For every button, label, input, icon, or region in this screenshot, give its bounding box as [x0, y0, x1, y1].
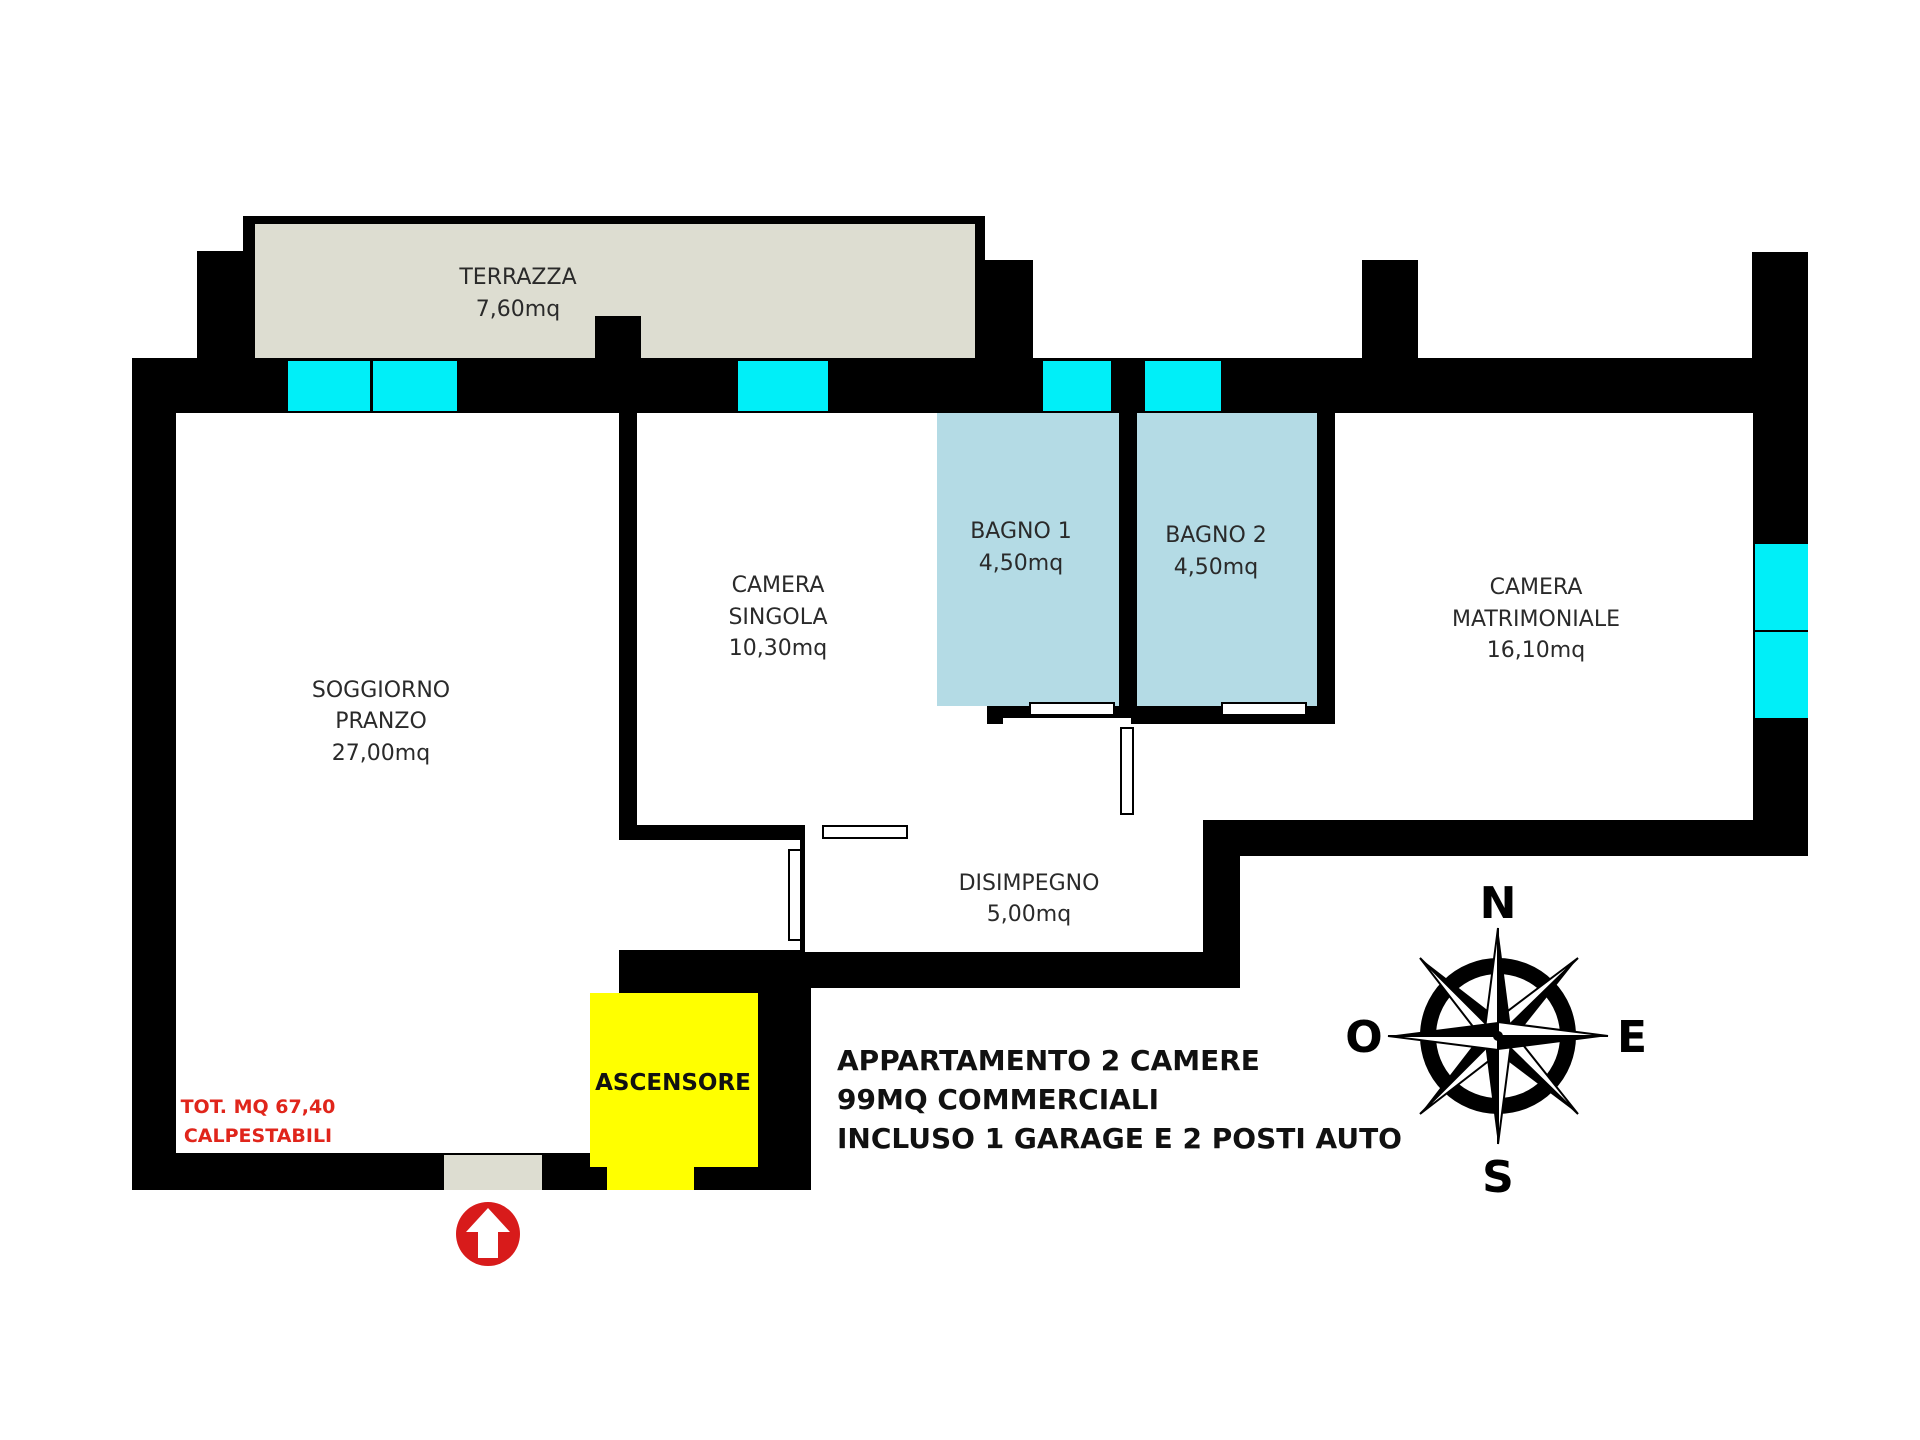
door-matrimoniale [1120, 727, 1134, 815]
window-camera-singola [738, 361, 828, 411]
ascensore-name: ASCENSORE [595, 1070, 751, 1096]
camera-matrimoniale-name-1: CAMERA [1490, 575, 1583, 600]
window-matrimoniale-2 [1755, 632, 1808, 718]
window-soggiorno-1 [288, 361, 370, 411]
room-floors [176, 413, 1753, 1153]
camera-matrimoniale-name-2: MATRIMONIALE [1452, 607, 1620, 632]
bagno2-name: BAGNO 2 [1165, 523, 1267, 548]
bagno2-floor [1137, 413, 1317, 706]
description-line1: APPARTAMENTO 2 CAMERE [837, 1044, 1260, 1077]
door-bagno1 [1029, 702, 1115, 716]
window-soggiorno-2 [373, 361, 457, 411]
wall-pillar-2 [1752, 252, 1808, 361]
door-soggiorno-disimpegno [788, 849, 802, 941]
disimpegno-upper [1003, 718, 1131, 838]
window-bagno1 [1043, 361, 1111, 411]
wall-pillar-1 [1362, 260, 1418, 361]
bagno2-area: 4,50mq [1174, 555, 1258, 580]
soggiorno-corridor [610, 840, 800, 950]
entrance-door [444, 1155, 542, 1190]
terrace-pillar [595, 316, 641, 361]
camera-singola-area: 10,30mq [729, 636, 827, 661]
bagno1-area: 4,50mq [979, 551, 1063, 576]
soggiorno-floor [176, 413, 619, 1153]
compass-east: E [1617, 1012, 1647, 1063]
description-line3: INCLUSO 1 GARAGE E 2 POSTI AUTO [837, 1122, 1402, 1155]
camera-matrimoniale-floor [1335, 413, 1753, 820]
soggiorno-area: 27,00mq [332, 741, 430, 766]
camera-singola-name-1: CAMERA [732, 573, 825, 598]
disimpegno-area: 5,00mq [987, 902, 1071, 927]
compass-west: O [1345, 1012, 1382, 1063]
compass-south: S [1482, 1152, 1514, 1203]
entrance-arrow-icon [456, 1202, 520, 1266]
wall-terrace-right [975, 260, 1033, 361]
total-area-line2: CALPESTABILI [184, 1125, 332, 1147]
camera-matrimoniale-area: 16,10mq [1487, 638, 1585, 663]
elevator-door [607, 1165, 694, 1190]
window-matrimoniale-1 [1755, 544, 1808, 630]
camera-singola-name-2: SINGOLA [728, 605, 827, 630]
window-bagno2 [1145, 361, 1221, 411]
windows [288, 361, 1808, 718]
terrazza-name: TERRAZZA [458, 265, 576, 290]
bagno1-floor [937, 413, 1119, 706]
doors [444, 702, 1307, 1190]
soggiorno-name-1: SOGGIORNO [312, 678, 450, 703]
door-bagno2 [1221, 702, 1307, 716]
compass-north: N [1480, 878, 1517, 929]
disimpegno-name: DISIMPEGNO [959, 871, 1100, 896]
room-labels: TERRAZZA 7,60mq SOGGIORNO PRANZO 27,00mq… [312, 265, 1620, 1096]
door-camera-singola [822, 825, 908, 839]
description-line2: 99MQ COMMERCIALI [837, 1083, 1159, 1116]
elevator-shaft [590, 993, 758, 1167]
compass-rose-icon [1387, 927, 1609, 1145]
soggiorno-name-2: PRANZO [335, 709, 427, 734]
terrazza-area: 7,60mq [476, 297, 560, 322]
description: APPARTAMENTO 2 CAMERE 99MQ COMMERCIALI I… [837, 1044, 1402, 1155]
total-area-line1: TOT. MQ 67,40 [181, 1096, 336, 1118]
bagno1-name: BAGNO 1 [970, 519, 1072, 544]
